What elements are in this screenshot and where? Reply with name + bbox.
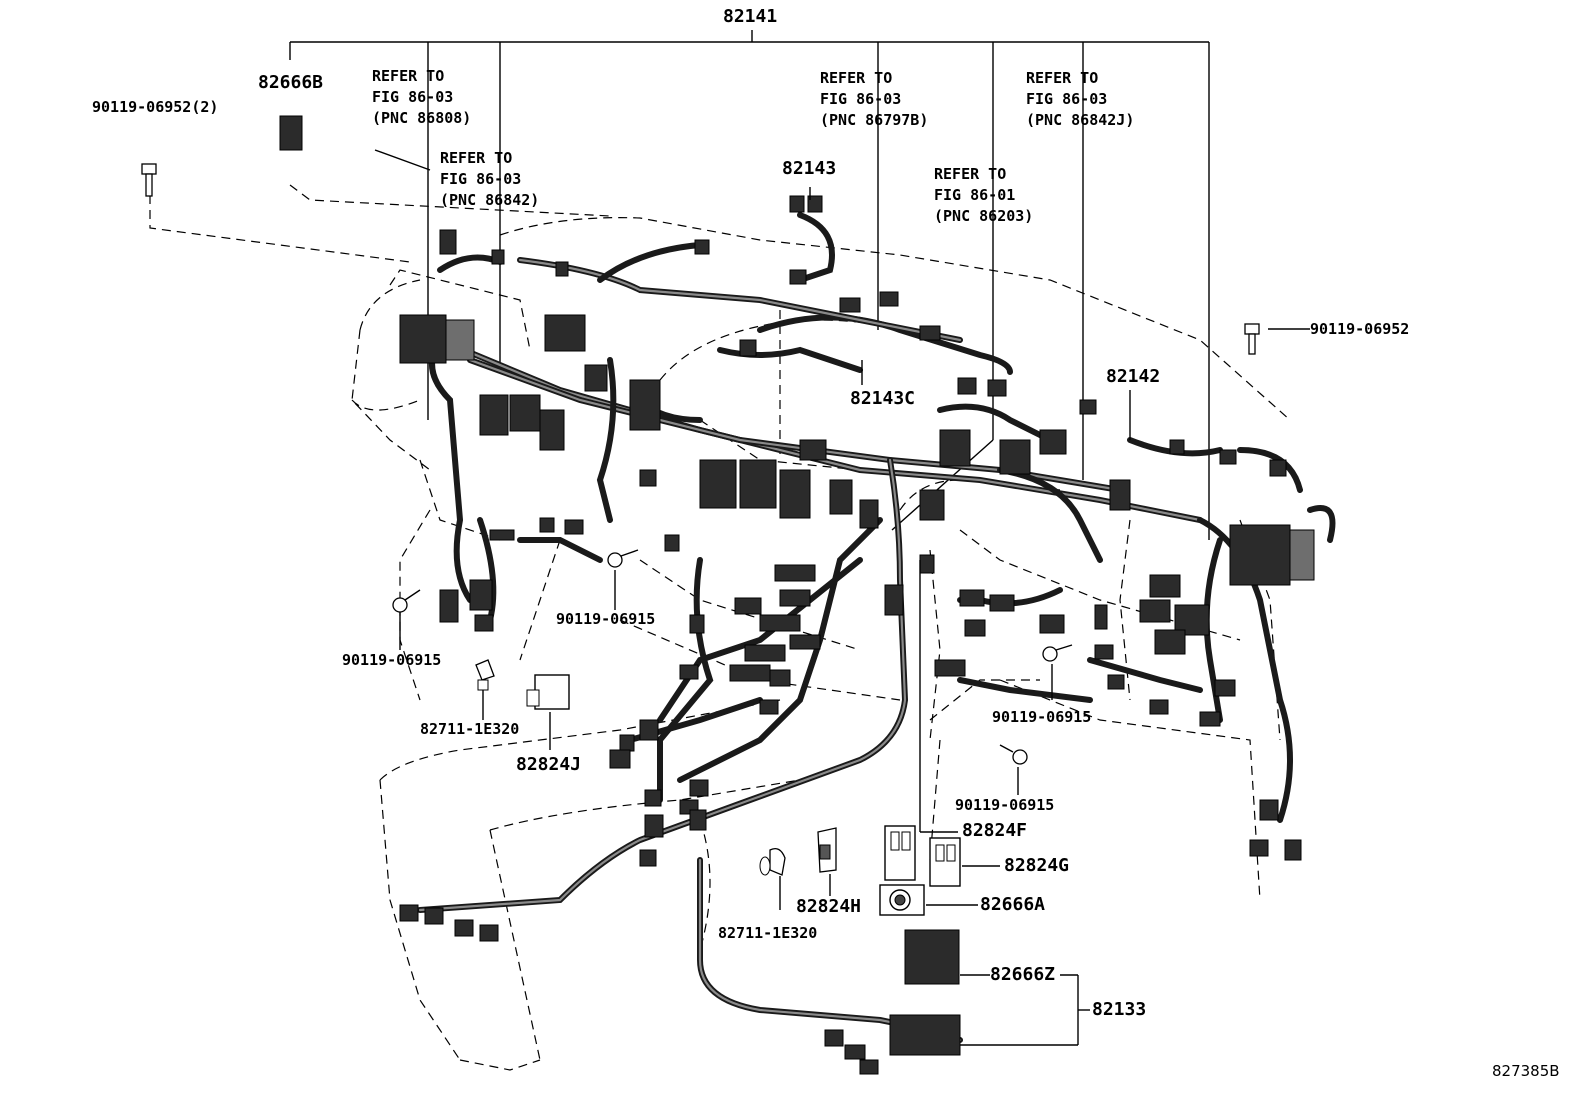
- label-82143c: 82143C: [850, 388, 916, 409]
- label-82133: 82133: [1092, 999, 1147, 1020]
- bolts: [141, 163, 1260, 765]
- label-82824h: 82824H: [796, 896, 862, 917]
- label-bolt-left: 90119-06915: [342, 651, 442, 669]
- bolt-left-icon: [392, 589, 421, 613]
- small-parts: [475, 659, 961, 916]
- label-82666z: 82666Z: [990, 964, 1056, 985]
- leader-82141: [289, 30, 1210, 540]
- refer-86797b: REFER TO FIG 86-03 (PNC 86797B): [820, 69, 929, 129]
- label-82143: 82143: [782, 158, 837, 179]
- bolt-right-icon: [1042, 644, 1073, 662]
- label-82666b: 82666B: [258, 72, 324, 93]
- label-bolt-center: 90119-06915: [556, 610, 656, 628]
- connectors: [279, 115, 1315, 1075]
- bolt-lower-icon: [999, 744, 1028, 765]
- bolt-top-right-icon: [1244, 323, 1260, 355]
- refer-86808: REFER TO FIG 86-03 (PNC 86808): [372, 67, 472, 127]
- panel-outline: [149, 180, 1291, 1071]
- bolt-top-left-icon: [141, 163, 157, 197]
- label-clamp-center: 82711-1E320: [718, 924, 818, 942]
- bolt-center-icon: [607, 549, 639, 568]
- label-82824j: 82824J: [516, 754, 582, 775]
- label-82824f: 82824F: [962, 820, 1028, 841]
- refer-86842: REFER TO FIG 86-03 (PNC 86842): [440, 149, 540, 209]
- drawing-code: 827385B: [1492, 1062, 1560, 1080]
- refer-86203: REFER TO FIG 86-01 (PNC 86203): [934, 165, 1034, 225]
- label-bolt-lower: 90119-06915: [955, 796, 1055, 814]
- label-82141: 82141: [723, 6, 778, 27]
- refer-86842j: REFER TO FIG 86-03 (PNC 86842J): [1026, 69, 1135, 129]
- label-90119-06952: 90119-06952: [1310, 320, 1410, 338]
- leaders: [374, 149, 1310, 1046]
- label-82666a: 82666A: [980, 894, 1046, 915]
- label-clamp-left: 82711-1E320: [420, 720, 520, 738]
- label-82824g: 82824G: [1004, 855, 1070, 876]
- label-82142: 82142: [1106, 366, 1161, 387]
- label-90119-06952-2: 90119-06952(2): [92, 98, 219, 116]
- label-bolt-right: 90119-06915: [992, 708, 1092, 726]
